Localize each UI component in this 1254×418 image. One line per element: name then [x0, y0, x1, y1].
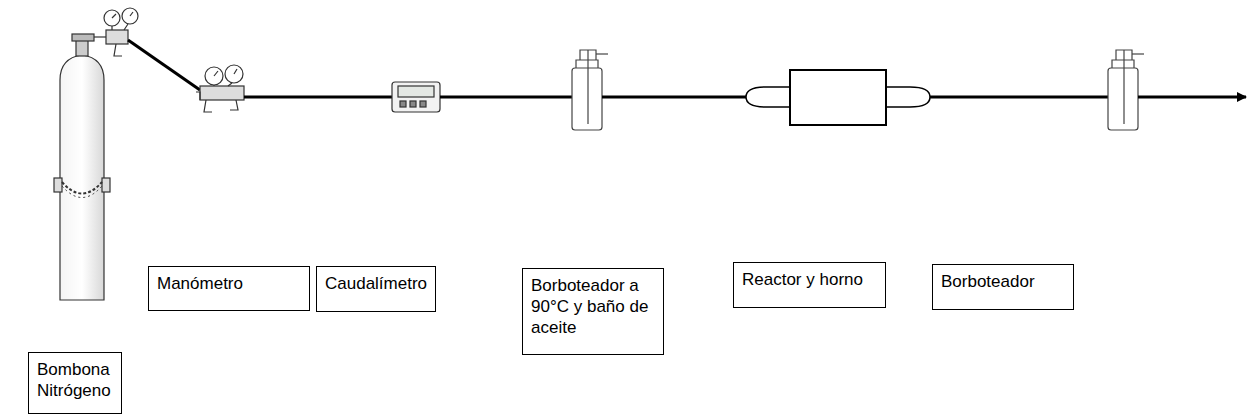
label-box: Borboteador a 90°C y baño de aceite	[522, 268, 664, 355]
bubbler-symbol	[572, 50, 608, 130]
manometer-symbol	[196, 65, 244, 112]
gas-cylinder	[54, 8, 138, 300]
gas-line	[930, 96, 1108, 99]
flowmeter-symbol	[392, 82, 440, 112]
label-text: Manómetro	[157, 273, 301, 294]
gas-line	[244, 96, 392, 99]
label-text: Borboteador a 90°C y baño de aceite	[531, 275, 655, 338]
label-box: Caudalímetro	[316, 266, 436, 312]
label-box: Bombona Nitrógeno	[28, 352, 122, 414]
reactor-oven-symbol	[746, 70, 930, 125]
label-box: Manómetro	[148, 266, 310, 311]
gas-line	[440, 96, 572, 99]
label-text: Bombona Nitrógeno	[37, 359, 113, 401]
label-text: Borboteador	[941, 271, 1065, 292]
label-text: Caudalímetro	[325, 273, 427, 294]
gas-line	[602, 96, 746, 99]
label-text: Reactor y horno	[742, 269, 877, 290]
bubbler-symbol	[1108, 50, 1144, 130]
label-box: Reactor y horno	[733, 262, 886, 308]
outlet-arrow	[1138, 96, 1246, 99]
gas-line	[128, 40, 200, 90]
label-box: Borboteador	[932, 264, 1074, 310]
